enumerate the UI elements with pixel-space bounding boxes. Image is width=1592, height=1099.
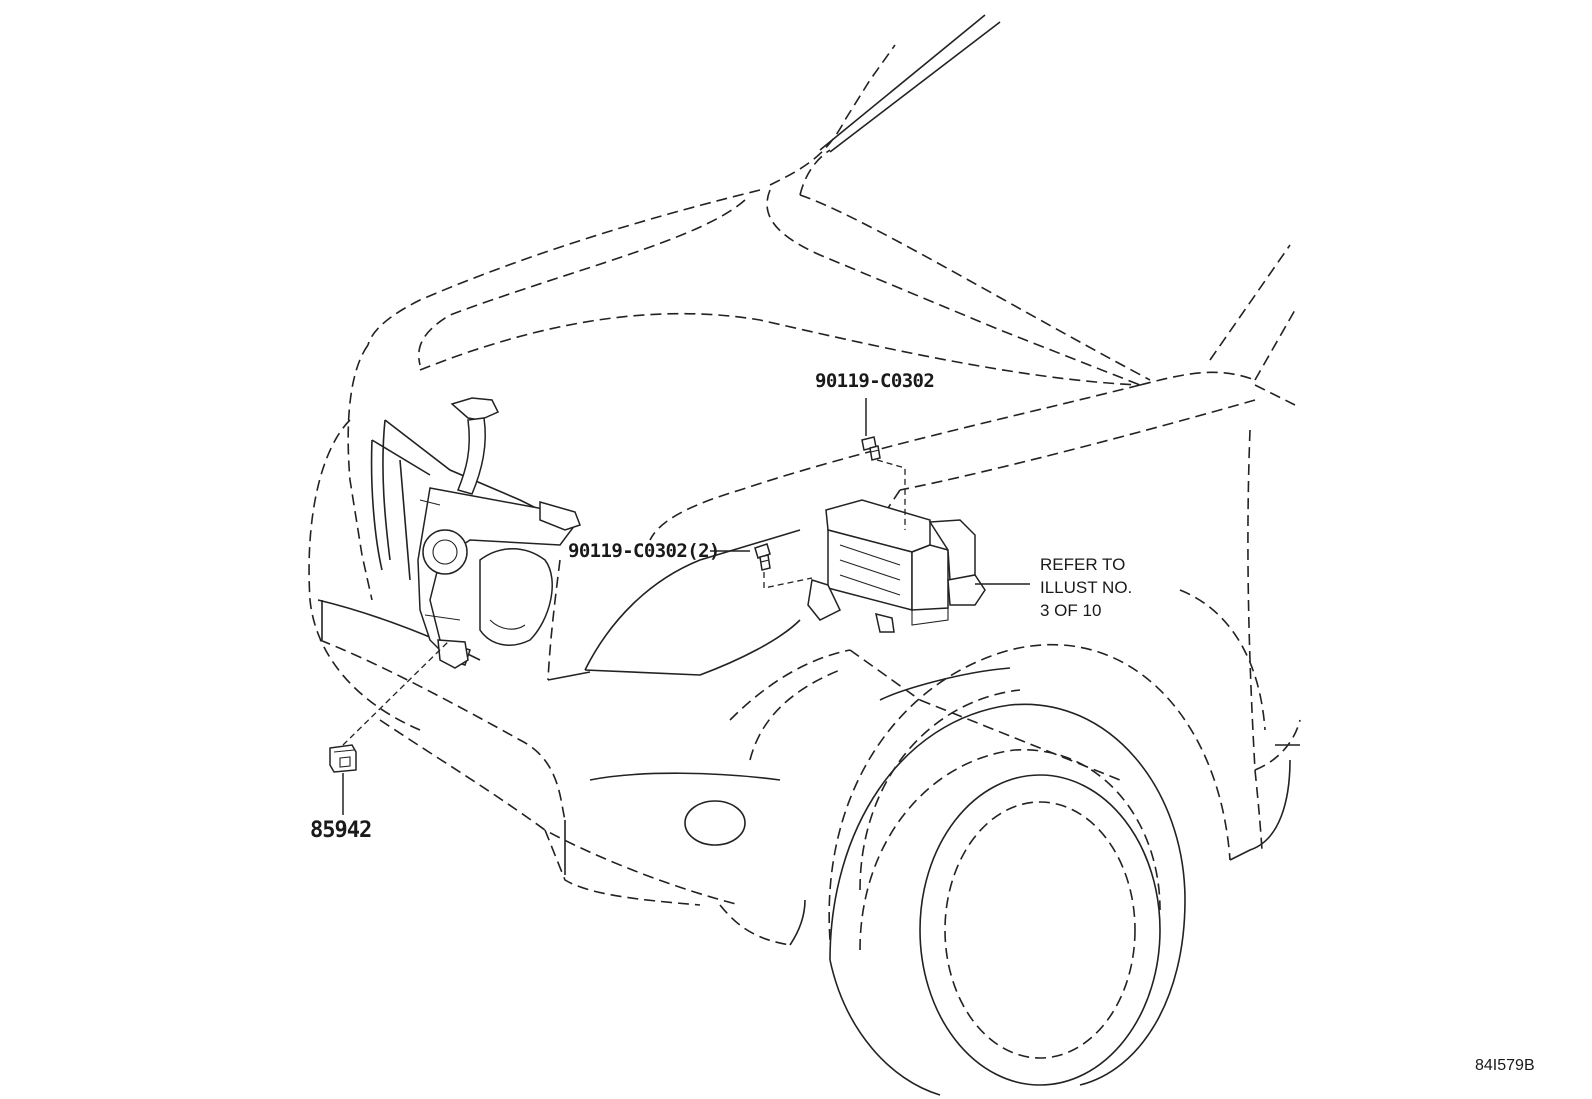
bolt-side-icon: [754, 543, 771, 571]
refer-note-line-3: 3 OF 10: [1040, 601, 1102, 620]
relay-box-assembly: [807, 499, 986, 633]
bolt-top-icon: [861, 436, 881, 461]
bolt-top-part-number[interactable]: 90119-C0302: [815, 370, 935, 392]
washer-bracket-assembly: [417, 397, 581, 669]
vehicle-phantom-outline: [308, 14, 1301, 1096]
part-85942-number[interactable]: 85942: [310, 818, 372, 843]
refer-note-line-2: ILLUST NO.: [1040, 578, 1133, 597]
leader-lines: [342, 398, 1030, 815]
refer-note-line-1: REFER TO: [1040, 555, 1126, 574]
illustration-code: 84I579B: [1475, 1057, 1535, 1074]
clip-85942-icon: [329, 744, 357, 773]
refer-to-illustration-note[interactable]: REFER TO ILLUST NO. 3 OF 10: [1040, 556, 1132, 625]
bolt-side-part-number[interactable]: 90119-C0302(2): [568, 540, 720, 562]
